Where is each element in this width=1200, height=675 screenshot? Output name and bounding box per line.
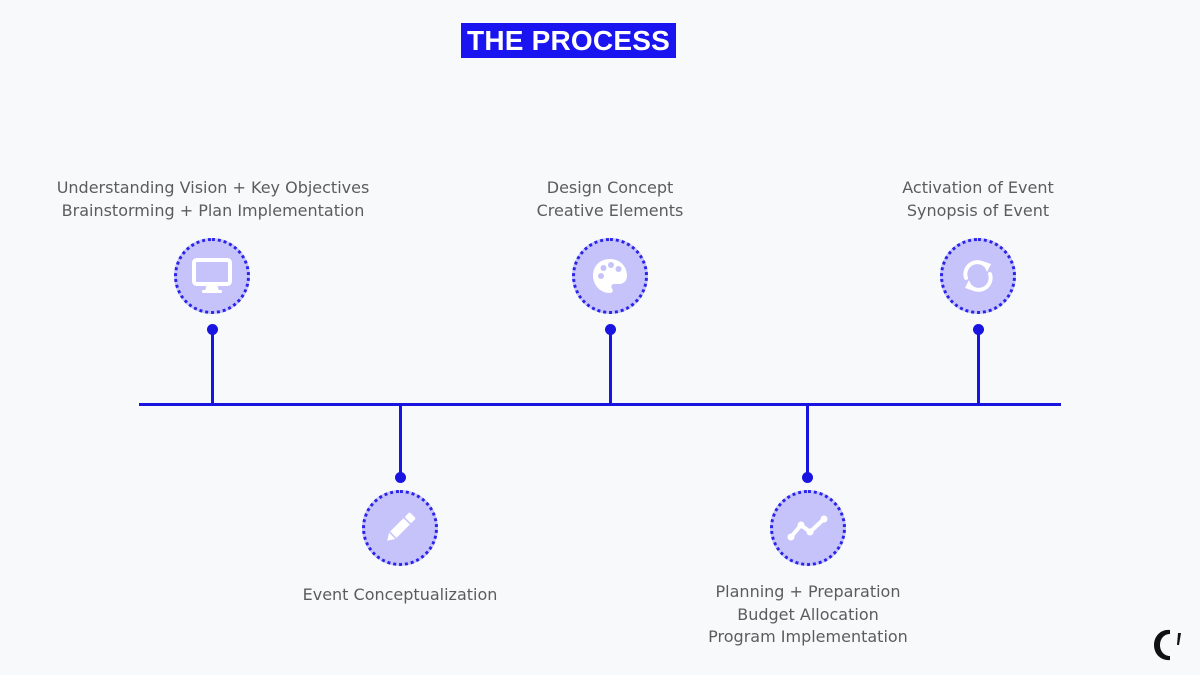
step-1-connector-dot [207,324,218,335]
step-2-connector [399,405,402,477]
step-5-connector [977,330,980,405]
step-3-connector-dot [605,324,616,335]
step-3-line-1: Design Concept [546,178,674,197]
monitor-icon [192,258,232,293]
page-title: THE PROCESS [467,24,670,56]
step-5-line-1: Activation of Event [902,178,1054,197]
step-5-connector-dot [973,324,984,335]
step-1-line-1: Understanding Vision + Key Objectives [56,178,370,197]
brand-logo-icon [1154,629,1181,661]
step-5-line-2: Synopsis of Event [906,200,1050,220]
step-1-label: Understanding Vision + Key Objectives Br… [32,177,394,222]
step-2-connector-dot [395,472,406,483]
refresh-icon [963,260,993,292]
step-5-node [940,238,1016,314]
step-3-line-2: Creative Elements [536,200,684,220]
step-1-line-2: Brainstorming + Plan Implementation [61,200,365,220]
step-5-label: Activation of Event Synopsis of Event [868,177,1088,222]
step-2-label: Event Conceptualization [280,584,520,607]
step-2-line-1: Event Conceptualization [302,585,498,604]
step-4-line-3: Program Implementation [708,627,908,646]
step-4-connector-dot [802,472,813,483]
step-4-label: Planning + Preparation Budget Allocation… [678,581,938,649]
step-4-line-1: Planning + Preparation [715,582,901,601]
step-3-connector [609,330,612,405]
line-chart-icon [787,515,828,541]
page-title-banner: THE PROCESS [461,23,676,58]
step-2-node [362,490,438,566]
step-4-connector [806,405,809,477]
timeline-axis [139,403,1061,406]
step-3-label: Design Concept Creative Elements [500,177,720,222]
step-3-node [572,238,648,314]
step-1-node [174,238,250,314]
step-1-connector [211,330,214,405]
step-4-node [770,490,846,566]
pencil-icon [387,512,416,541]
palette-icon [593,259,627,293]
step-4-line-2: Budget Allocation [737,604,879,624]
